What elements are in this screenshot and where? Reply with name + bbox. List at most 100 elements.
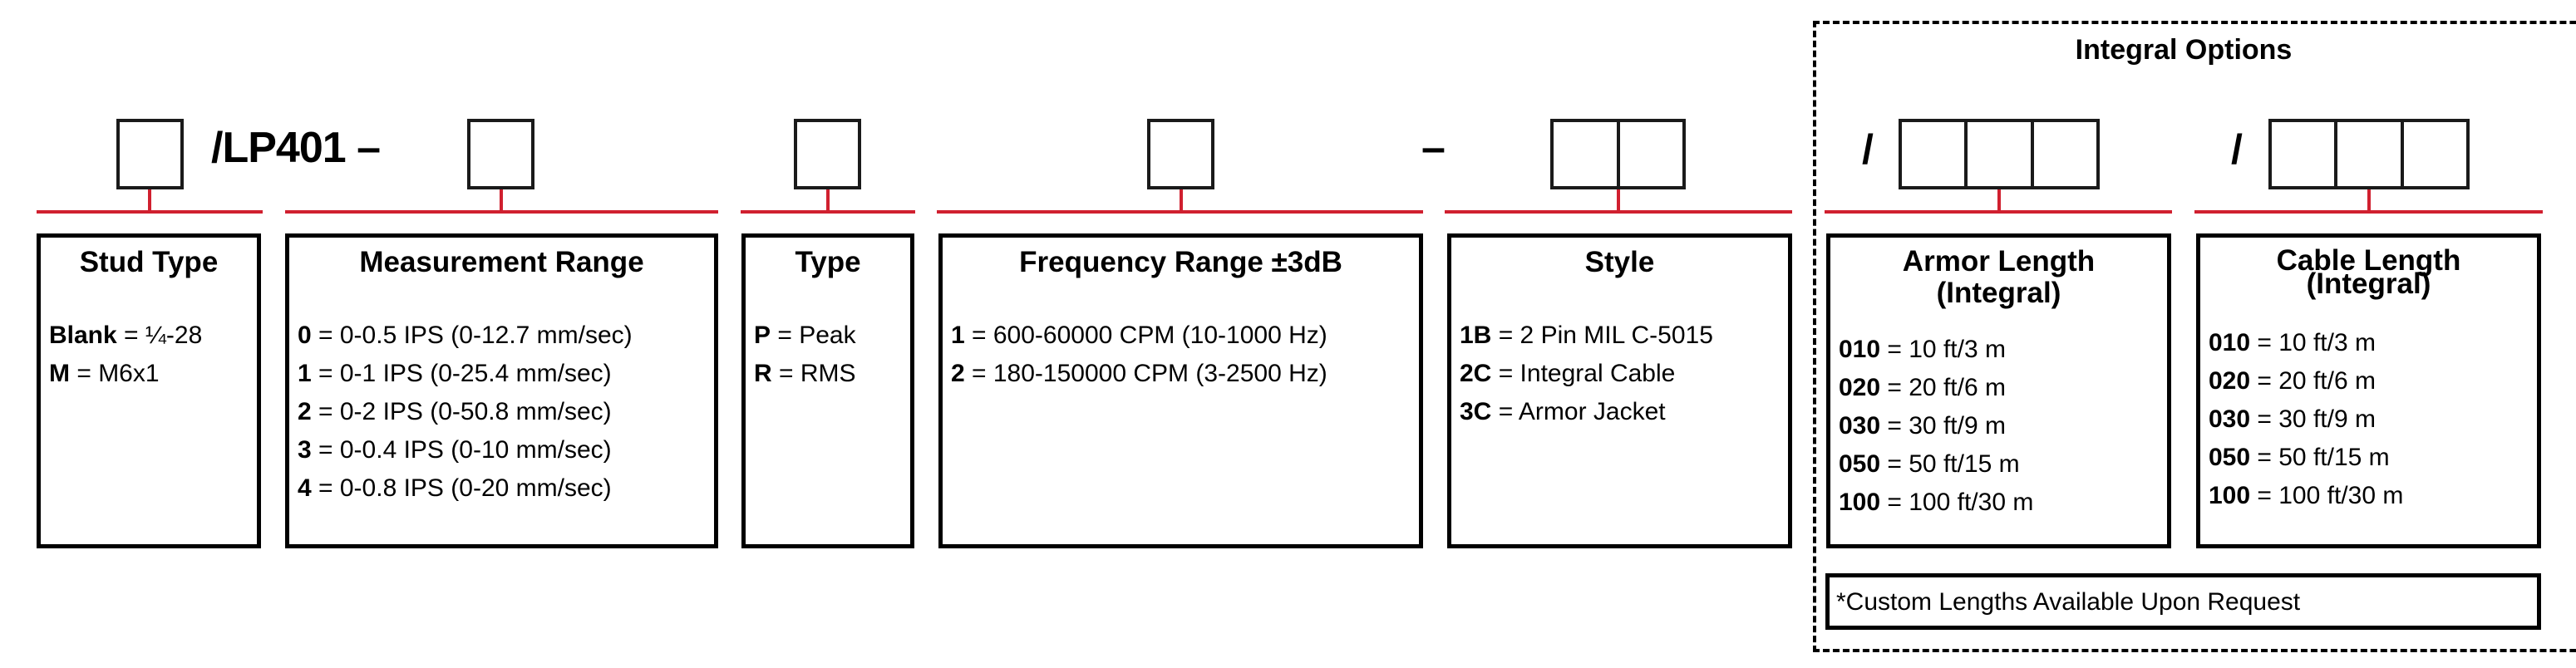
option-desc: = 0-2 IPS (0-50.8 mm/sec) <box>311 398 612 425</box>
option-code: 2 <box>951 360 965 387</box>
option-code: 100 <box>1839 489 1881 516</box>
cable-length-title-line2: (Integral) <box>2306 268 2431 300</box>
armor-length-slot[interactable] <box>1899 119 2100 189</box>
cable-length-connector-stem <box>2367 189 2371 212</box>
option-code: R <box>754 360 772 387</box>
option-desc: = 50 ft/15 m <box>1880 450 2020 478</box>
option-code: 3C <box>1460 398 1492 425</box>
option-code: Blank <box>49 322 117 349</box>
style-card: Style 1B = 2 Pin MIL C-5015 2C = Integra… <box>1447 233 1792 548</box>
cable-length-cell-2[interactable] <box>2337 122 2404 186</box>
armor-length-connector-line <box>1825 210 2172 214</box>
option-desc: = Integral Cable <box>1491 360 1676 387</box>
option-desc: = 2 Pin MIL C-5015 <box>1491 322 1713 349</box>
option-row: 4 = 0-0.8 IPS (0-20 mm/sec) <box>298 469 709 508</box>
option-code: 010 <box>1839 336 1881 363</box>
option-code: 2 <box>298 398 312 425</box>
armor-length-cell-2[interactable] <box>1968 122 2034 186</box>
measurement-range-card: Measurement Range 0 = 0-0.5 IPS (0-12.7 … <box>285 233 718 548</box>
style-slot[interactable] <box>1550 119 1686 189</box>
armor-length-title: Armor Length (Integral) <box>1830 246 2167 309</box>
armor-length-cell-1[interactable] <box>1902 122 1968 186</box>
style-connector-stem <box>1617 189 1620 212</box>
option-desc: = M6x1 <box>70 360 160 387</box>
frequency-range-cell[interactable] <box>1150 122 1211 186</box>
cable-length-options: 010 = 10 ft/3 m 020 = 20 ft/6 m 030 = 30… <box>2209 324 2532 515</box>
option-row: 1 = 0-1 IPS (0-25.4 mm/sec) <box>298 355 709 393</box>
option-row: 030 = 30 ft/9 m <box>1839 407 2162 445</box>
type-slot[interactable] <box>794 119 861 189</box>
armor-length-title-line1: Armor Length <box>1902 245 2096 278</box>
stud-type-options: Blank = ¼-28 M = M6x1 <box>49 317 252 393</box>
type-cell[interactable] <box>797 122 858 186</box>
option-code: 100 <box>2209 482 2251 509</box>
custom-lengths-note-box: *Custom Lengths Available Upon Request <box>1825 573 2541 630</box>
option-desc: = 10 ft/3 m <box>1880 336 2006 363</box>
measurement-range-connector-stem <box>500 189 503 212</box>
frequency-range-slot[interactable] <box>1147 119 1214 189</box>
option-desc: = 180-150000 CPM (3-2500 Hz) <box>964 360 1327 387</box>
option-row: 010 = 10 ft/3 m <box>2209 324 2532 362</box>
option-code: 4 <box>298 474 312 502</box>
armor-slash-separator: / <box>1862 126 1874 173</box>
style-title: Style <box>1584 246 1655 278</box>
cable-length-title-line1: Cable Length <box>2276 244 2461 277</box>
type-connector-stem <box>826 189 830 212</box>
measurement-range-title: Measurement Range <box>359 246 644 278</box>
option-desc: = 10 ft/3 m <box>2250 329 2376 356</box>
option-desc: = 600-60000 CPM (10-1000 Hz) <box>964 322 1327 349</box>
option-desc: = 20 ft/6 m <box>1880 374 2006 401</box>
style-cell-1[interactable] <box>1554 122 1620 186</box>
custom-lengths-note: *Custom Lengths Available Upon Request <box>1836 588 2301 616</box>
option-code: P <box>754 322 771 349</box>
option-code: 1B <box>1460 322 1492 349</box>
option-desc: = 0-0.5 IPS (0-12.7 mm/sec) <box>311 322 633 349</box>
measurement-range-connector-line <box>285 210 718 214</box>
option-row: 3 = 0-0.4 IPS (0-10 mm/sec) <box>298 431 709 469</box>
frequency-range-card: Frequency Range ±3dB 1 = 600-60000 CPM (… <box>938 233 1423 548</box>
option-row: Blank = ¼-28 <box>49 317 252 355</box>
option-desc: = RMS <box>771 360 856 387</box>
option-row: 050 = 50 ft/15 m <box>1839 445 2162 484</box>
armor-length-options: 010 = 10 ft/3 m 020 = 20 ft/6 m 030 = 30… <box>1839 331 2162 522</box>
option-desc: = 0-0.8 IPS (0-20 mm/sec) <box>311 474 612 502</box>
option-row: 050 = 50 ft/15 m <box>2209 439 2532 477</box>
stud-type-cell[interactable] <box>120 122 180 186</box>
option-code: 050 <box>2209 444 2251 471</box>
measurement-range-options: 0 = 0-0.5 IPS (0-12.7 mm/sec) 1 = 0-1 IP… <box>298 317 709 508</box>
style-options: 1B = 2 Pin MIL C-5015 2C = Integral Cabl… <box>1460 317 1783 431</box>
measurement-range-slot[interactable] <box>467 119 534 189</box>
option-row: 3C = Armor Jacket <box>1460 393 1783 431</box>
armor-length-title-line2: (Integral) <box>1936 277 2061 309</box>
armor-length-card: Armor Length (Integral) 010 = 10 ft/3 m … <box>1826 233 2171 548</box>
option-code: 050 <box>1839 450 1881 478</box>
cable-length-cell-1[interactable] <box>2272 122 2338 186</box>
option-code: M <box>49 360 70 387</box>
option-row: P = Peak <box>754 317 905 355</box>
stud-type-title: Stud Type <box>79 246 219 278</box>
option-code: 1 <box>298 360 312 387</box>
integral-options-frame <box>1813 21 2576 652</box>
option-code: 010 <box>2209 329 2251 356</box>
style-cell-2[interactable] <box>1620 122 1683 186</box>
option-row: 1B = 2 Pin MIL C-5015 <box>1460 317 1783 355</box>
style-connector-line <box>1445 210 1792 214</box>
option-row: 2 = 180-150000 CPM (3-2500 Hz) <box>951 355 1414 393</box>
armor-length-cell-3[interactable] <box>2034 122 2096 186</box>
option-desc: = 20 ft/6 m <box>2250 367 2376 395</box>
option-code: 0 <box>298 322 312 349</box>
cable-length-cell-3[interactable] <box>2404 122 2466 186</box>
option-row: 020 = 20 ft/6 m <box>1839 369 2162 407</box>
option-row: 010 = 10 ft/3 m <box>1839 331 2162 369</box>
cable-length-slot[interactable] <box>2268 119 2470 189</box>
option-row: R = RMS <box>754 355 905 393</box>
stud-type-slot[interactable] <box>116 119 184 189</box>
option-row: 020 = 20 ft/6 m <box>2209 362 2532 400</box>
option-code: 3 <box>298 436 312 464</box>
cable-length-connector-line <box>2194 210 2543 214</box>
option-desc: = ¼-28 <box>116 322 203 349</box>
option-row: 2C = Integral Cable <box>1460 355 1783 393</box>
option-desc: = 100 ft/30 m <box>1880 489 2034 516</box>
measurement-range-cell[interactable] <box>470 122 531 186</box>
type-options: P = Peak R = RMS <box>754 317 905 393</box>
